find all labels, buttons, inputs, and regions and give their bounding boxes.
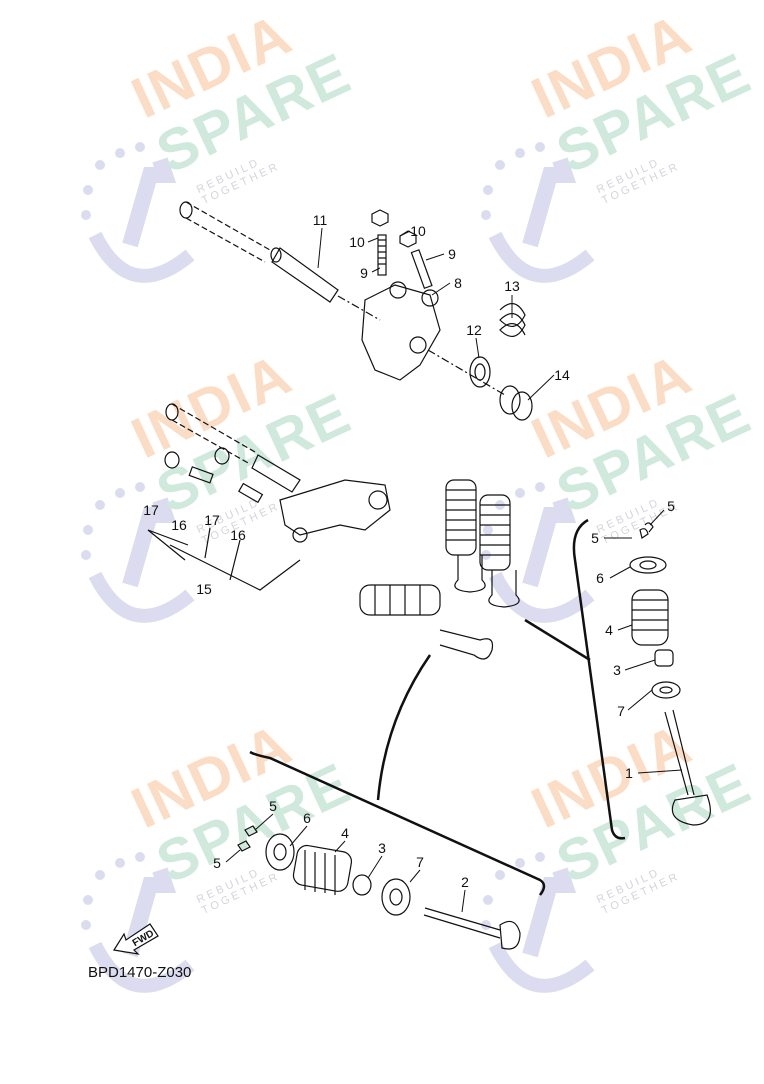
callout-label: 4	[605, 622, 613, 638]
callout-label: 6	[303, 810, 311, 826]
fwd-label: FWD	[131, 928, 156, 949]
bracket-bottom	[249, 750, 546, 896]
diagram-code: BPD1470-Z030	[88, 964, 192, 981]
callout-label: 7	[416, 854, 424, 870]
callout-label: 12	[466, 322, 482, 338]
callout-label: 5	[591, 530, 599, 546]
callout-label: 10	[410, 223, 426, 239]
callout-label: 16	[171, 517, 187, 533]
callout-leaders	[225, 227, 683, 913]
adjusting-screws	[371, 209, 433, 290]
bracket-15	[147, 529, 301, 591]
callout-label: 13	[504, 278, 520, 294]
leader-line	[376, 654, 432, 801]
callout-label: 6	[596, 570, 604, 586]
callout-label: 3	[613, 662, 621, 678]
bracket-right	[572, 518, 626, 840]
callout-label: 5	[213, 855, 221, 871]
callout-label: 15	[196, 581, 212, 597]
callout-label: 11	[312, 212, 328, 228]
callout-label: 8	[454, 275, 462, 291]
callout-label: 5	[667, 498, 675, 514]
callout-label: 17	[204, 512, 220, 528]
valve-springs-center	[359, 479, 520, 660]
rocker-assembly-lower	[164, 403, 391, 543]
callout-label: 10	[349, 234, 365, 250]
callout-label: 14	[554, 367, 570, 383]
valve-parts-bottom	[237, 825, 521, 950]
callout-label: 4	[341, 825, 349, 841]
callout-label: 9	[448, 246, 456, 262]
valve-parts-right	[629, 522, 711, 826]
spring-washers	[469, 303, 533, 421]
rocker-shaft-upper	[179, 201, 381, 321]
callout-label: 9	[360, 265, 368, 281]
callout-label: 16	[230, 527, 246, 543]
callout-label: 17	[143, 502, 159, 518]
rocker-arm-upper	[361, 281, 506, 396]
callout-label: 7	[617, 703, 625, 719]
fwd-arrow-icon: FWD	[112, 916, 162, 961]
callout-label: 2	[461, 874, 469, 890]
callout-label: 5	[269, 798, 277, 814]
callout-label: 1	[625, 765, 633, 781]
callout-label: 3	[378, 840, 386, 856]
